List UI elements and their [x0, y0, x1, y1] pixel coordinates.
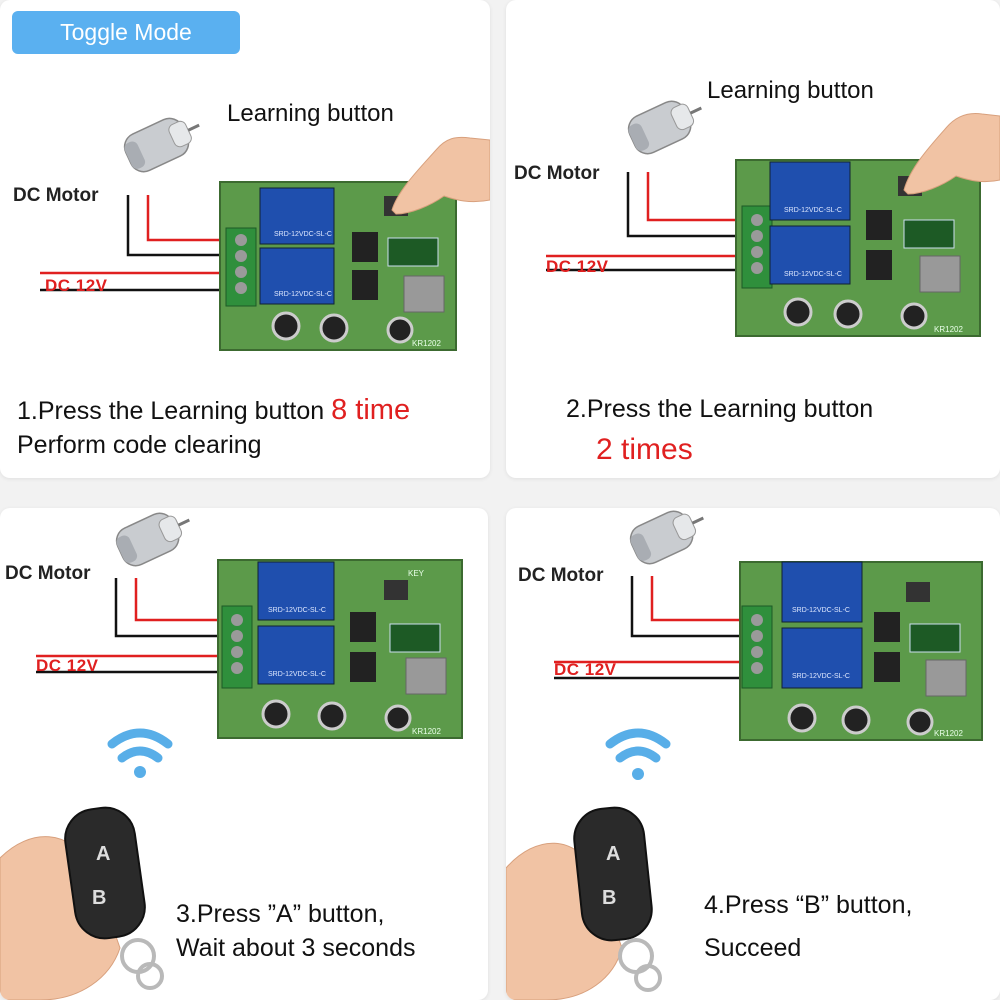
remote-button-a: A: [96, 843, 110, 865]
step-1-line-1: 1.Press the Learning button: [17, 397, 332, 425]
board-model-text: KR1202: [934, 729, 963, 738]
step-panel-2: SRD-12VDC-SL-C SRD-12VDC-SL-C KR1202 DC …: [506, 0, 1000, 478]
remote-button-a: A: [606, 843, 620, 865]
toggle-mode-badge: Toggle Mode: [12, 11, 240, 54]
learning-button-label: Learning button: [707, 77, 874, 104]
step-3-line-1: 3.Press ”A” button,: [176, 900, 385, 928]
dc-motor-image: [123, 117, 200, 173]
power-wires: [36, 654, 220, 674]
step-2-line-1: 2.Press the Learning button: [566, 395, 874, 423]
relay-model-text: SRD-12VDC-SL-C: [268, 671, 326, 678]
wifi-signal-icon: [605, 728, 671, 780]
power-wires: [40, 271, 228, 292]
step-1-text: 1.Press the Learning button 8 time: [17, 392, 410, 429]
relay-model-text: SRD-12VDC-SL-C: [792, 673, 850, 680]
motor-wires: [626, 172, 736, 238]
learning-button-label: Learning button: [227, 100, 394, 127]
step-panel-4: SRD-12VDC-SL-C SRD-12VDC-SL-C KR1202 A B…: [506, 508, 1000, 1000]
relay-model-text: SRD-12VDC-SL-C: [784, 271, 842, 278]
step-1-count: 8 time: [331, 394, 411, 426]
dc-motor-image: [115, 512, 190, 567]
wiring-diagram-1: [40, 117, 490, 351]
board-model-text: KR1202: [934, 325, 963, 334]
wiring-diagram-2: [546, 100, 1000, 337]
step-4-line-2: Succeed: [704, 934, 802, 962]
relay-board: [739, 561, 983, 741]
dc-motor-image: [627, 100, 702, 155]
pointing-hand-image: [903, 113, 1000, 195]
step-panel-1: Toggle Mode: [0, 0, 490, 478]
remote-button-b: B: [602, 887, 616, 909]
power-wires: [546, 254, 736, 272]
relay-board: [735, 159, 981, 337]
remote-hand-image: [506, 806, 662, 1000]
relay-model-text: SRD-12VDC-SL-C: [274, 231, 332, 238]
relay-model-text: SRD-12VDC-SL-C: [274, 291, 332, 298]
voltage-label: DC 12V: [554, 660, 617, 679]
remote-button-b: B: [92, 887, 106, 909]
relay-model-text: SRD-12VDC-SL-C: [784, 207, 842, 214]
step-1-line-2: Perform code clearing: [17, 431, 262, 459]
motor-label: DC Motor: [13, 185, 99, 206]
motor-wires: [114, 578, 220, 638]
power-wires: [554, 660, 742, 680]
step-2-count: 2 times: [596, 433, 693, 466]
wifi-signal-icon: [107, 728, 173, 778]
motor-wires: [126, 195, 228, 257]
board-model-text: KR1202: [412, 339, 441, 348]
voltage-label: DC 12V: [45, 276, 108, 295]
pointing-hand-image: [391, 136, 490, 215]
dc-motor-image: [629, 510, 704, 565]
remote-hand-image: [0, 806, 164, 1000]
voltage-label: DC 12V: [36, 656, 99, 675]
key-label: KEY: [408, 569, 425, 578]
motor-label: DC Motor: [518, 565, 604, 586]
step-3-line-2: Wait about 3 seconds: [176, 934, 416, 962]
step-panel-3: SRD-12VDC-SL-C SRD-12VDC-SL-C KEY KR1202…: [0, 508, 488, 1000]
relay-model-text: SRD-12VDC-SL-C: [268, 607, 326, 614]
step-4-line-1: 4.Press “B” button,: [704, 891, 913, 919]
relay-model-text: SRD-12VDC-SL-C: [792, 607, 850, 614]
motor-label: DC Motor: [5, 563, 91, 584]
motor-label: DC Motor: [514, 163, 600, 184]
relay-board: [217, 559, 463, 739]
voltage-label: DC 12V: [546, 257, 609, 276]
board-model-text: KR1202: [412, 727, 441, 736]
motor-wires: [630, 576, 742, 638]
wiring-diagram-4: [506, 510, 983, 1000]
wiring-diagram-3: [0, 512, 463, 1000]
